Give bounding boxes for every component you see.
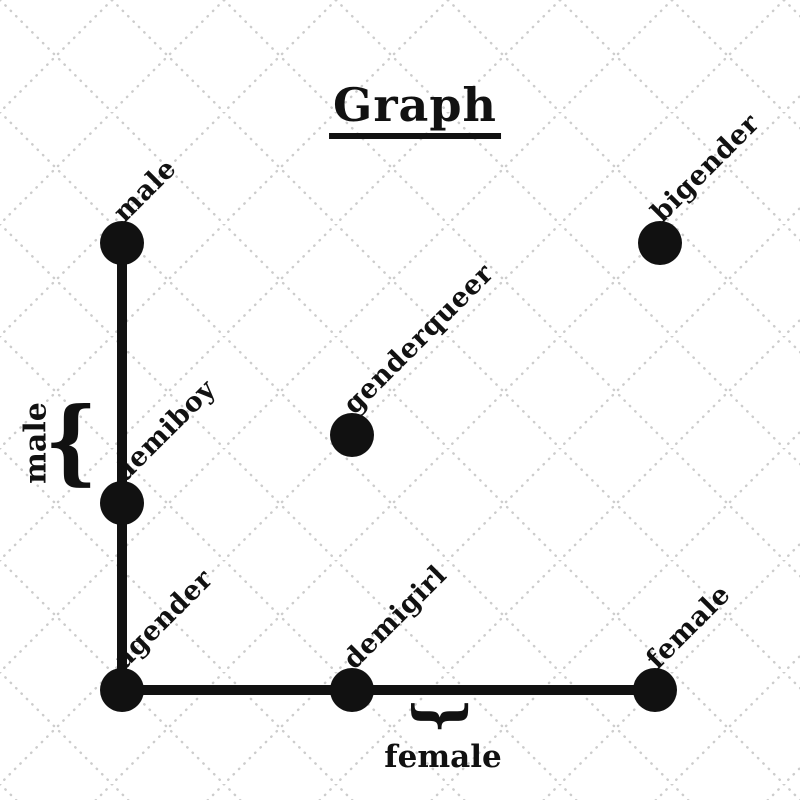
node-demiboy <box>100 481 144 525</box>
diagram-title: Graph <box>329 78 501 139</box>
node-agender <box>100 668 144 712</box>
bottom-curly-brace-icon: { <box>400 698 473 734</box>
node-genderqueer <box>330 413 374 457</box>
node-bigender <box>638 221 682 265</box>
node-female <box>633 668 677 712</box>
node-demigirl <box>330 668 374 712</box>
female-bracket-label: female <box>384 739 502 775</box>
node-male <box>100 221 144 265</box>
left-curly-brace-icon: { <box>44 387 98 495</box>
